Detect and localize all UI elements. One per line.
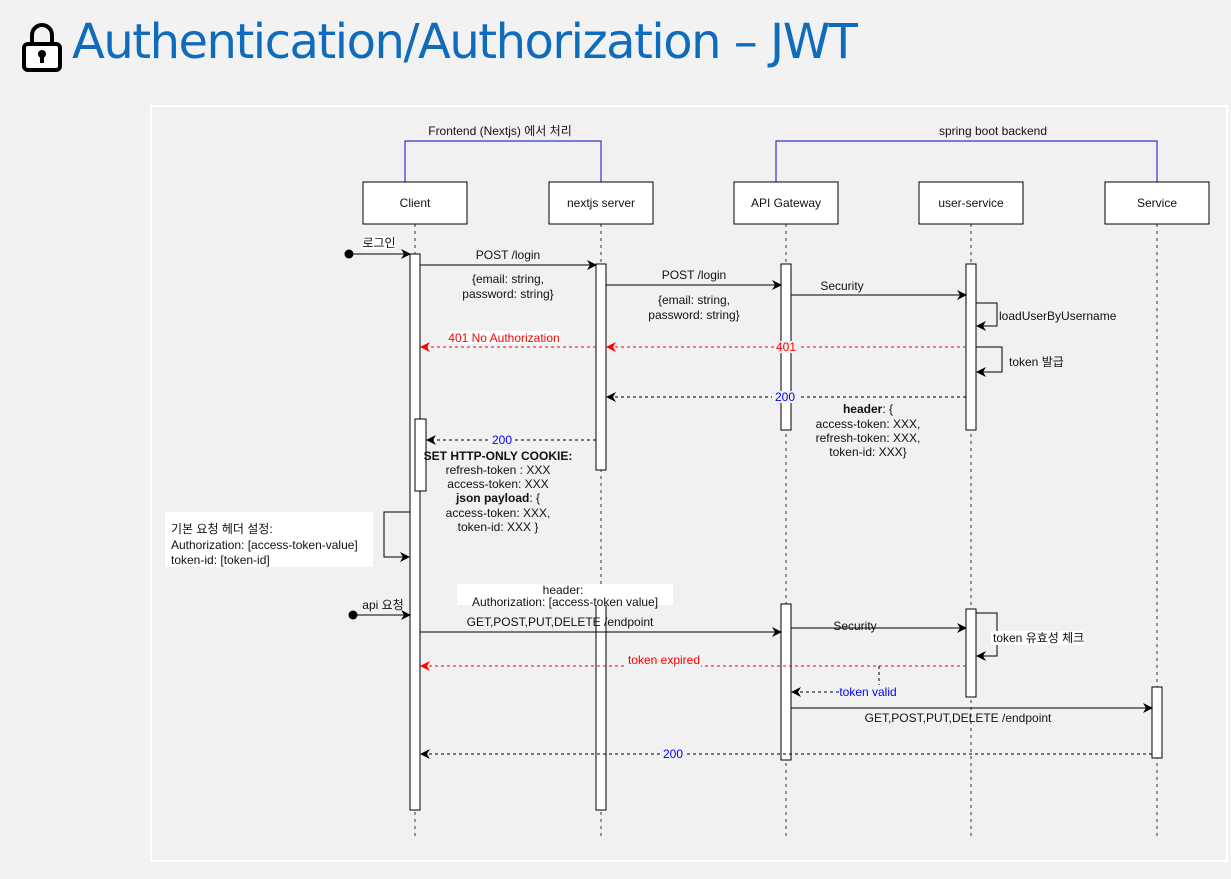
activation-service — [1151, 686, 1163, 759]
msg-401: 401 401 No Authorization — [420, 331, 966, 354]
msg-security-login: Security — [791, 279, 967, 300]
lock-icon — [22, 23, 62, 72]
msg-label: POST /login — [476, 248, 540, 262]
participant-api-gateway: API Gateway — [733, 181, 839, 225]
cookie-line: token-id: XXX } — [458, 520, 539, 534]
cookie-line: access-token: XXX, — [446, 506, 551, 520]
login-start-label: 로그인 — [362, 236, 395, 250]
cookie-title: SET HTTP-ONLY COOKIE: — [424, 449, 573, 463]
group-backend-label: spring boot backend — [939, 124, 1047, 138]
msg-label: loadUserByUsername — [999, 309, 1117, 323]
header-line: refresh-token: XXX, — [816, 431, 921, 445]
note-line: Authorization: [access-token-value] — [171, 538, 358, 552]
participant-user-service: user-service — [918, 181, 1024, 225]
api-start: api 요청 — [348, 598, 411, 620]
participant-user-service-label: user-service — [938, 196, 1004, 210]
msg-200-client: 200 SET HTTP-ONLY COOKIE: refresh-token … — [424, 433, 596, 534]
activation-nextjs-login — [595, 263, 607, 471]
msg-label: token 발급 — [1009, 355, 1064, 369]
msg-label: 200 — [492, 433, 512, 447]
group-backend: spring boot backend — [775, 124, 1158, 182]
svg-text:json payload: {: json payload: { — [455, 491, 540, 505]
note-line: 기본 요청 헤더 설정: — [171, 522, 273, 536]
self-token-issue: token 발급 — [976, 346, 1064, 377]
participant-api-gateway-label: API Gateway — [751, 196, 821, 210]
msg-label: token expired — [628, 653, 700, 667]
group-frontend: Frontend (Nextjs) 에서 처리 — [404, 124, 602, 182]
msg-label: Security — [820, 279, 863, 293]
svg-text:header: {: header: { — [843, 402, 893, 416]
activation-client-nested — [414, 418, 427, 492]
activation-gateway-api — [780, 603, 792, 761]
self-load-user: loadUserByUsername — [976, 302, 1117, 331]
participant-service: Service — [1104, 181, 1210, 225]
msg-post-login-client: POST /login {email: string, password: st… — [420, 248, 597, 301]
msg-forward-service: GET,POST,PUT,DELETE /endpoint — [791, 703, 1153, 725]
activation-user-service-login — [965, 263, 977, 431]
header-line: token-id: XXX} — [829, 445, 906, 459]
msg-body-line: password: string} — [462, 287, 553, 301]
participant-service-label: Service — [1137, 196, 1177, 210]
api-header-note: header: Authorization: [access-token val… — [457, 583, 673, 609]
msg-label: token 유효성 체크 — [993, 631, 1084, 645]
msg-label: POST /login — [662, 268, 726, 282]
cookie-line: access-token: XXX — [447, 477, 548, 491]
header-line: access-token: XXX, — [816, 417, 921, 431]
msg-token-valid: token valid — [791, 666, 897, 699]
msg-body-line: {email: string, — [658, 293, 730, 307]
json-payload-key: json payload — [455, 491, 529, 505]
participant-nextjs-server: nextjs server — [548, 181, 654, 225]
participant-nextjs-label: nextjs server — [567, 196, 635, 210]
cookie-line: refresh-token : XXX — [446, 463, 551, 477]
msg-200-gateway: 200 header: { access-token: XXX, refresh… — [606, 390, 966, 459]
msg-api-request: GET,POST,PUT,DELETE /endpoint — [420, 615, 782, 637]
header-key: header — [843, 402, 883, 416]
msg-label: 401 No Authorization — [448, 331, 559, 345]
default-header-note: 기본 요청 헤더 설정: Authorization: [access-toke… — [165, 511, 410, 567]
msg-post-login-nextjs: POST /login {email: string, password: st… — [606, 268, 782, 322]
msg-body-line: {email: string, — [472, 272, 544, 286]
msg-label: GET,POST,PUT,DELETE /endpoint — [467, 615, 654, 629]
msg-label: token valid — [839, 685, 896, 699]
msg-label: 200 — [663, 747, 683, 761]
note-line: token-id: [token-id] — [171, 553, 270, 567]
json-payload-brace: : { — [529, 491, 540, 505]
api-start-label: api 요청 — [362, 598, 403, 612]
note-line: header: — [543, 583, 584, 597]
activation-user-service-api — [965, 608, 977, 698]
msg-label: 200 — [775, 390, 795, 404]
msg-security-api: Security — [791, 619, 967, 633]
msg-label: Security — [833, 619, 876, 633]
participant-client-label: Client — [400, 196, 431, 210]
activation-client — [409, 253, 421, 811]
note-line: Authorization: [access-token value] — [472, 595, 658, 609]
diagram-frame — [150, 105, 1228, 862]
msg-label: GET,POST,PUT,DELETE /endpoint — [865, 711, 1052, 725]
page-title: Authentication/Authorization – JWT — [72, 14, 858, 70]
msg-body-line: password: string} — [648, 308, 739, 322]
login-start: 로그인 — [344, 236, 411, 259]
self-token-check: token 유효성 체크 — [976, 612, 1084, 661]
msg-label: 401 — [776, 340, 796, 354]
msg-token-expired: token expired — [420, 653, 966, 671]
msg-200-service: 200 — [420, 747, 1152, 761]
participant-client: Client — [362, 181, 468, 225]
group-frontend-label: Frontend (Nextjs) 에서 처리 — [428, 124, 572, 138]
header-brace: : { — [882, 402, 893, 416]
